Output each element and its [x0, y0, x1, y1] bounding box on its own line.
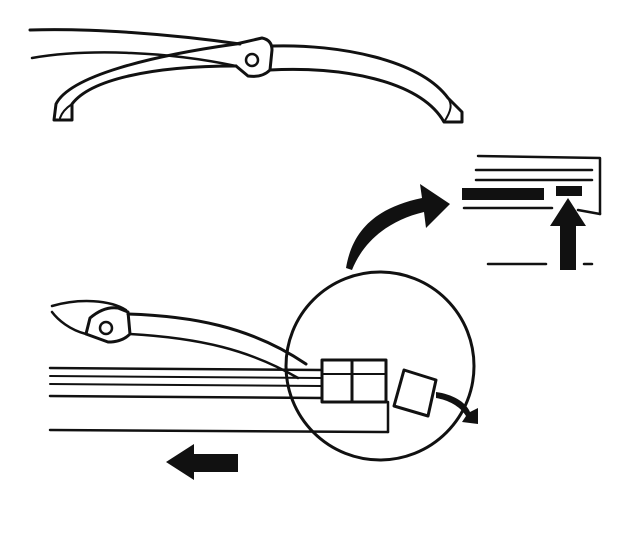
removed-end-piece [392, 368, 438, 418]
pivot-hole-icon-2 [98, 320, 114, 336]
left-arrow-icon [166, 444, 238, 480]
top-wiper-frame [28, 28, 464, 124]
detail-inset [462, 154, 602, 270]
end-clip [320, 358, 388, 404]
retaining-tab [556, 186, 582, 196]
small-curved-arrow-icon [436, 392, 478, 424]
magnifier-circle [284, 270, 476, 462]
pivot-hole-icon [244, 52, 260, 68]
refill-strip [462, 188, 544, 200]
up-arrow-icon [550, 198, 586, 270]
curved-arrow-icon [346, 184, 450, 270]
bottom-blade-assembly [48, 270, 478, 462]
